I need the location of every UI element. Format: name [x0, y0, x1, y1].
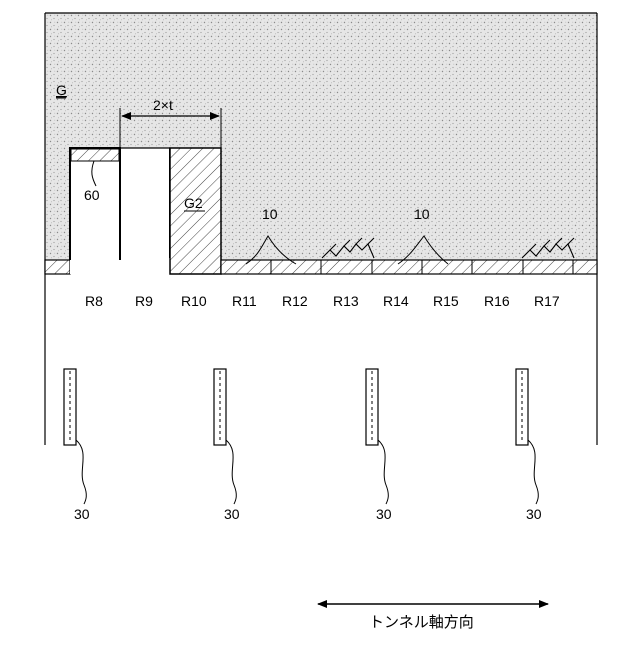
sensor-30 — [64, 369, 86, 504]
ring-labels: R8 R9 R10 R11 R12 R13 R14 R15 R16 R17 — [85, 293, 560, 309]
ring-label: R11 — [232, 293, 257, 309]
cavity-r8 — [70, 148, 120, 274]
ref-30-label: 30 — [74, 506, 90, 522]
ground-label: G — [56, 82, 67, 98]
ref-10-label: 10 — [414, 206, 430, 222]
sensor-30 — [366, 369, 388, 504]
ring-label: R17 — [534, 293, 560, 309]
lining-strip — [221, 260, 597, 274]
ref-30-label: 30 — [376, 506, 392, 522]
ring-label: R15 — [433, 293, 459, 309]
sensor-30 — [516, 369, 538, 504]
lining-segment — [45, 260, 70, 274]
ring-label: R14 — [383, 293, 409, 309]
ring-label: R12 — [282, 293, 308, 309]
sensor-labels: 30 30 30 30 — [74, 506, 542, 522]
ring-label: R16 — [484, 293, 510, 309]
region-g2-label: G2 — [184, 195, 203, 211]
element-60 — [71, 149, 119, 161]
ring-label: R10 — [181, 293, 207, 309]
ring-label: R9 — [135, 293, 153, 309]
axis-direction-label: トンネル軸方向 — [369, 614, 474, 631]
ref-30-label: 30 — [224, 506, 240, 522]
ring-label: R8 — [85, 293, 103, 309]
ref-30-label: 30 — [526, 506, 542, 522]
ref-60-label: 60 — [84, 187, 100, 203]
dimension-label: 2×t — [153, 97, 173, 113]
sensor-30 — [214, 369, 236, 504]
ref-10-label: 10 — [262, 206, 278, 222]
ring-label: R13 — [333, 293, 359, 309]
cavity-r9 — [120, 148, 170, 274]
